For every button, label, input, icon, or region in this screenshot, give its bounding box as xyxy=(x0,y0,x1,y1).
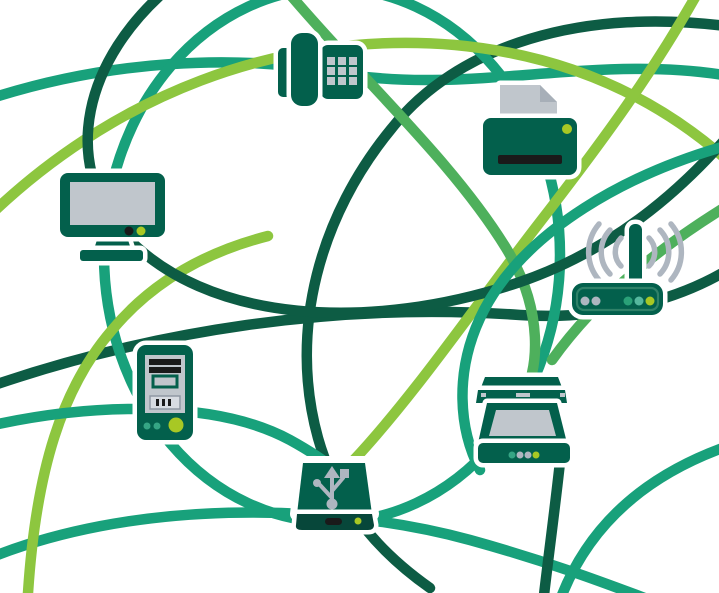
connection-line-c7 xyxy=(346,0,700,468)
monitor-power-button xyxy=(124,226,134,236)
scanner-body xyxy=(473,438,575,468)
router-antenna xyxy=(624,219,647,291)
usb-port-slot xyxy=(325,518,342,525)
connection-line-c8 xyxy=(22,230,274,593)
usb-drive-icon xyxy=(290,456,379,535)
scanner-hinge xyxy=(481,393,486,397)
wifi-router-icon xyxy=(567,219,685,320)
printer-output-slot xyxy=(498,155,562,164)
monitor-screen xyxy=(70,182,155,225)
printer-icon xyxy=(478,80,582,180)
router-indicator-lights xyxy=(580,296,655,306)
tower-vent-slot xyxy=(149,359,181,365)
scanner-glass xyxy=(489,410,556,436)
computer-tower-icon xyxy=(132,340,198,445)
router-panel-outline xyxy=(575,286,660,312)
monitor-base xyxy=(75,245,148,266)
tower-vent-slot xyxy=(149,367,181,373)
usb-symbol-icon xyxy=(313,466,349,510)
router-body xyxy=(567,278,668,320)
tower-led xyxy=(143,422,151,430)
wifi-signal-icon xyxy=(585,221,685,283)
monitor-icon xyxy=(55,168,170,266)
tower-ports xyxy=(156,399,171,406)
tower-power-button xyxy=(168,417,184,433)
monitor-status-light xyxy=(136,226,146,236)
connection-line-c6 xyxy=(0,37,719,213)
usb-status-light xyxy=(354,517,362,525)
connection-line-c13 xyxy=(538,456,566,593)
connection-line-c5 xyxy=(0,507,647,593)
phone-keypad xyxy=(327,57,357,85)
paper-fold xyxy=(540,85,557,102)
tower-drive-bay xyxy=(151,374,179,389)
printer-status-light xyxy=(562,124,572,134)
scanner-hinge xyxy=(560,393,565,397)
desk-phone-icon xyxy=(273,28,368,111)
scanner-indicator-lights xyxy=(508,451,540,459)
connection-line-c12 xyxy=(557,443,719,593)
scanner-lid-handle xyxy=(516,393,530,397)
phone-handset xyxy=(286,28,323,111)
scanner-icon xyxy=(471,372,575,468)
connection-line-c11 xyxy=(457,142,719,476)
tower-led xyxy=(153,422,161,430)
